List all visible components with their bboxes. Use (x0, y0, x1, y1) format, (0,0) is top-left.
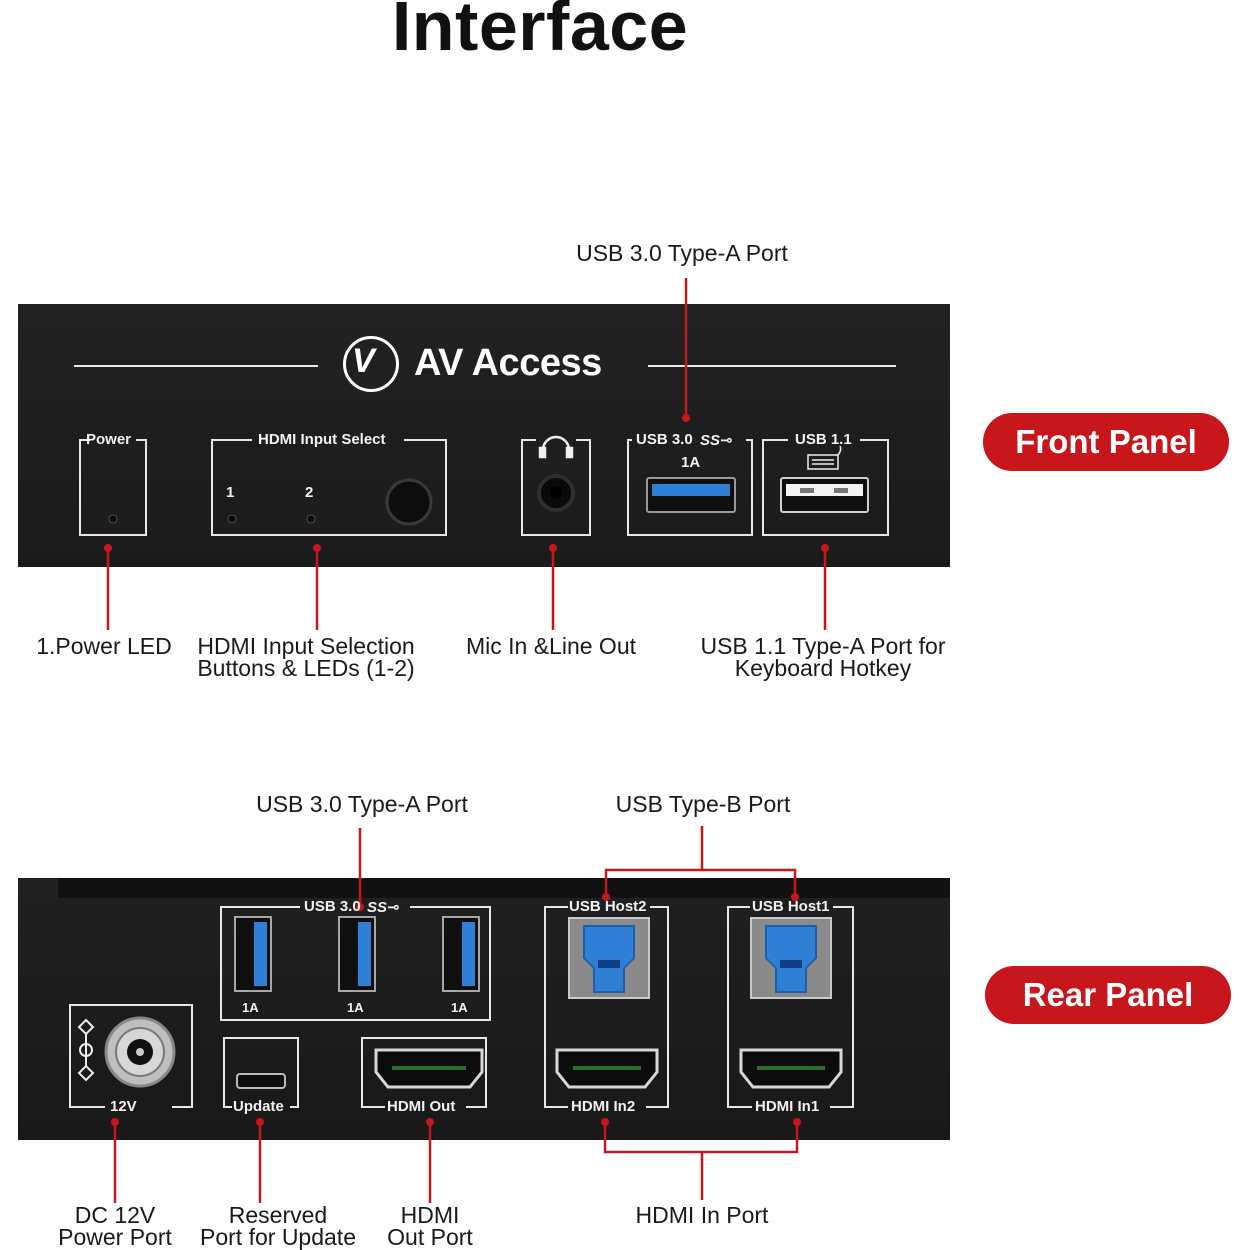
dc-polarity-icon (77, 1018, 95, 1082)
hdmi-select-box-outline (211, 439, 447, 536)
callout-dc-line1: DC 12V (74, 1202, 156, 1228)
led-2-label: 2 (305, 484, 314, 501)
callout-usb-type-b: USB Type-B Port (615, 791, 791, 817)
callout-hdmi-out-line2: Out Port (387, 1224, 473, 1250)
callout-hdmi-select-line1: HDMI Input Selection (197, 633, 415, 659)
front-usb11-box-label: USB 1.1 (795, 431, 852, 448)
rear-usb30-amp-2: 1A (347, 1000, 364, 1015)
host2-box-label: USB Host2 (569, 898, 647, 915)
callout-front-usb30: USB 3.0 Type-A Port (576, 240, 788, 266)
rear-panel-badge: Rear Panel (985, 966, 1231, 1024)
callout-power-led: 1.Power LED (36, 633, 172, 659)
mic-box-outline (521, 439, 591, 536)
callout-reserved-line2: Port for Update (200, 1224, 356, 1250)
rear-usb30-amp-1: 1A (242, 1000, 259, 1015)
callout-lines (106, 278, 827, 1203)
usb30-box-outline (627, 439, 753, 536)
usb11-contact-2 (834, 488, 848, 493)
power-led (108, 514, 118, 524)
led-1-label: 1 (226, 484, 235, 501)
dc-jack (104, 1016, 176, 1088)
superspeed-icon: SS⊸ (700, 432, 733, 449)
rear-usb30-box-label: USB 3.0 (304, 898, 361, 915)
callout-hdmi-out-line1: HDMI (400, 1202, 460, 1228)
brand-name: AV Access (414, 342, 602, 384)
host2-box-outline (544, 906, 669, 1108)
rear-usb30-box-outline (220, 906, 491, 1021)
usb11-box-outline (762, 439, 889, 536)
front-usb30-box-label: USB 3.0 (636, 431, 693, 448)
front-usb30-amp-label: 1A (681, 454, 701, 471)
callout-usb11-line2: Keyboard Hotkey (734, 655, 912, 681)
hdmi-in1-box-label: HDMI In1 (755, 1098, 820, 1115)
dc-box-outline (69, 1004, 193, 1108)
callout-rear-usb30: USB 3.0 Type-A Port (256, 791, 468, 817)
update-box-label: Update (233, 1098, 284, 1115)
front-panel-badge: Front Panel (983, 413, 1229, 471)
dc-box-label: 12V (110, 1098, 137, 1115)
callout-hdmi-select-line2: Buttons & LEDs (1-2) (197, 655, 415, 681)
page-title: Interface (391, 0, 689, 65)
rear-usb30-ports (234, 916, 480, 992)
rear-usb30-amp-3: 1A (451, 1000, 468, 1015)
headphone-icon (538, 435, 574, 459)
power-box-outline (79, 439, 147, 536)
hdmi-port-pins (392, 1066, 825, 1070)
usb11-contact-1 (800, 488, 814, 493)
usb-host2-tongue (583, 925, 635, 993)
callout-reserved-line1: Reserved (228, 1202, 328, 1228)
rear-superspeed-icon: SS⊸ (367, 899, 400, 916)
callout-dots (104, 414, 829, 1126)
usb-type-b-ports (568, 917, 832, 999)
rear-usb30-tongue-1 (254, 922, 267, 986)
hdmi-out-box-label: HDMI Out (387, 1098, 456, 1115)
hdmi-select-button (385, 478, 433, 526)
host1-box-label: USB Host1 (752, 898, 830, 915)
front-panel-graphics (74, 365, 896, 536)
rear-panel-top-edge (58, 878, 950, 898)
keyboard-icon (807, 445, 842, 470)
hdmi-out-box-outline (361, 1037, 487, 1108)
update-box-outline (223, 1037, 299, 1108)
front-usb11-tongue (786, 484, 863, 496)
brand-logo-mark: V (352, 342, 375, 380)
callout-usb11-line1: USB 1.1 Type-A Port for (700, 633, 946, 659)
callout-mic: Mic In &Line Out (465, 633, 637, 659)
rear-usb30-tongue-3 (462, 922, 475, 986)
hdmi-led-1 (227, 514, 237, 524)
audio-jack-hole (550, 487, 562, 499)
micro-usb-update-port (236, 1073, 286, 1089)
hdmi-in2-box-label: HDMI In2 (571, 1098, 636, 1115)
host1-box-outline (727, 906, 854, 1108)
hdmi-led-2 (306, 514, 316, 524)
front-usb30-tongue (652, 484, 730, 496)
rear-usb30-tongue-2 (358, 922, 371, 986)
rear-panel-graphics (69, 906, 854, 1108)
usb-host1-tongue (765, 925, 817, 993)
power-box-label: Power (86, 431, 132, 448)
front-panel-device (18, 304, 950, 567)
hdmi-select-box-label: HDMI Input Select (258, 431, 386, 448)
callout-hdmi-in: HDMI In Port (635, 1202, 769, 1228)
callout-dc-line2: Power Port (58, 1224, 172, 1250)
brand-logo-ring (343, 336, 399, 392)
